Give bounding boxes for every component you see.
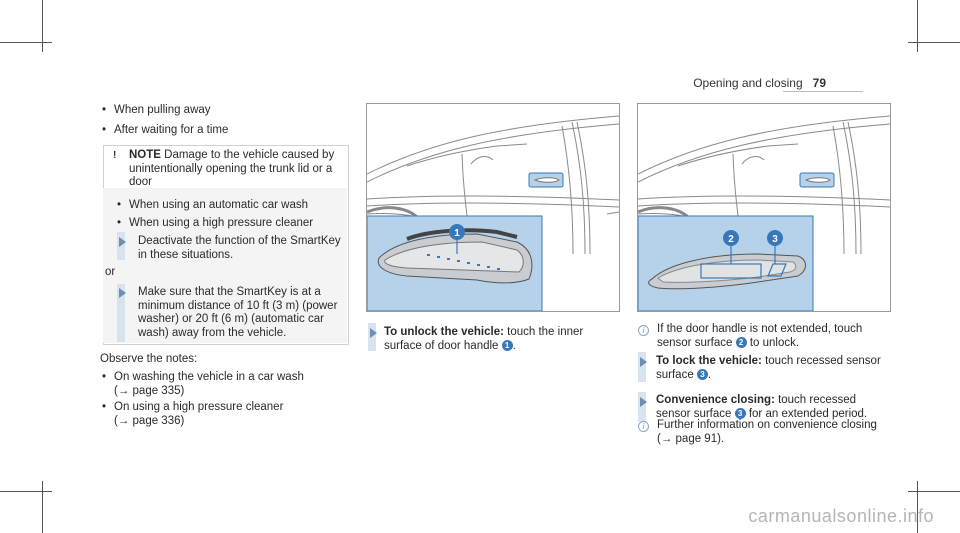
info1-tail: to unlock. — [749, 336, 800, 349]
unlock-label: To unlock the vehicle: — [384, 326, 504, 338]
info2-text: Further information on convenience closi… — [657, 419, 877, 431]
crop-mark — [42, 481, 43, 533]
step-arrow-icon — [119, 237, 126, 247]
note-bullets: When using an automatic car wash When us… — [115, 198, 340, 236]
callout-3: 3 — [772, 234, 778, 245]
page-ref[interactable]: (→ page 336) — [114, 415, 185, 427]
callout-1-badge: 1 — [501, 339, 513, 351]
watermark: carmanualsonline.info — [748, 506, 934, 526]
observe-section: Observe the notes: On washing the vehicl… — [100, 352, 350, 434]
unlock-instruction: To unlock the vehicle: touch the inner s… — [384, 326, 584, 352]
door-handle-illustration-2: 2 3 — [637, 103, 891, 312]
note-text: Damage to the vehicle caused by unintent… — [129, 149, 335, 188]
lock-label: To lock the vehicle: — [656, 355, 762, 367]
note-step: Make sure that the SmartKey is at a mini… — [138, 286, 338, 339]
note-or: or — [105, 266, 116, 278]
step-bar — [638, 352, 646, 382]
door-handle-illustration-1: 1 — [366, 103, 620, 312]
info1-text: If the door handle is not extended, touc… — [657, 323, 863, 349]
callout-3-badge: 3 — [696, 368, 708, 380]
convenience-instruction: Convenience closing: touch recessed sens… — [656, 394, 886, 421]
list-item: When pulling away — [100, 103, 350, 117]
crop-mark — [0, 491, 52, 492]
callout-2-badge: 2 — [735, 336, 747, 348]
callout-1: 1 — [454, 228, 460, 239]
note-heading: NOTE Damage to the vehicle caused by uni… — [129, 149, 343, 190]
list-item: On using a high pressure cleaner (→ page… — [100, 400, 350, 428]
lock-instruction: To lock the vehicle: touch recessed sens… — [656, 355, 881, 381]
car-door-illustration: 1 — [367, 115, 619, 311]
list-item: On washing the vehicle in a car wash (→ … — [100, 370, 350, 398]
page-number: 79 — [812, 76, 826, 90]
list-item: After waiting for a time — [100, 123, 350, 137]
step-arrow-icon — [370, 328, 377, 338]
crop-mark — [0, 42, 52, 43]
lock-text: touch recessed sensor surface — [656, 355, 881, 381]
crop-mark — [917, 0, 918, 52]
step-arrow-icon — [119, 288, 126, 298]
crop-mark — [42, 0, 43, 52]
note-body — [103, 188, 347, 343]
step-arrow-icon — [640, 397, 647, 407]
info-text-2: Further information on convenience closi… — [657, 419, 887, 446]
page-ref[interactable]: (→ page 91). — [657, 432, 725, 445]
page-ref[interactable]: (→ page 335) — [114, 385, 185, 397]
crop-mark — [908, 491, 960, 492]
convenience-label: Convenience closing: — [656, 394, 775, 406]
note-step: Deactivate the function of the SmartKey … — [138, 235, 341, 261]
callout-2: 2 — [728, 234, 734, 245]
list-item: When using an automatic car wash — [115, 198, 340, 212]
list-item-text: On washing the vehicle in a car wash — [114, 371, 304, 383]
step-arrow-icon — [640, 357, 647, 367]
page-header: Opening and closing 79 — [693, 76, 826, 90]
section-title: Opening and closing — [693, 76, 803, 90]
convenience-text: touch recessed sensor surface — [656, 394, 857, 420]
unlock-text: touch the inner surface of door handle — [384, 326, 584, 352]
info-text-1: If the door handle is not extended, touc… — [657, 323, 887, 350]
crop-mark — [908, 42, 960, 43]
car-door-illustration: 2 3 — [638, 115, 890, 311]
warning-icon: ! — [113, 150, 117, 161]
note-label: NOTE — [129, 149, 161, 161]
callout-3-badge: 3 — [734, 407, 746, 419]
list-item: When using a high pressure cleaner — [115, 216, 340, 230]
step-bar — [638, 392, 646, 422]
convenience-tail: for an extended period. — [748, 407, 868, 420]
observe-text: Observe the notes: — [100, 353, 198, 365]
crop-mark — [917, 481, 918, 533]
step-bar — [117, 284, 125, 342]
list-item-text: On using a high pressure cleaner — [114, 401, 284, 413]
info-icon: i — [638, 421, 649, 432]
bullets-top: When pulling away After waiting for a ti… — [100, 103, 350, 143]
header-rule — [783, 91, 863, 92]
info-icon: i — [638, 325, 649, 336]
